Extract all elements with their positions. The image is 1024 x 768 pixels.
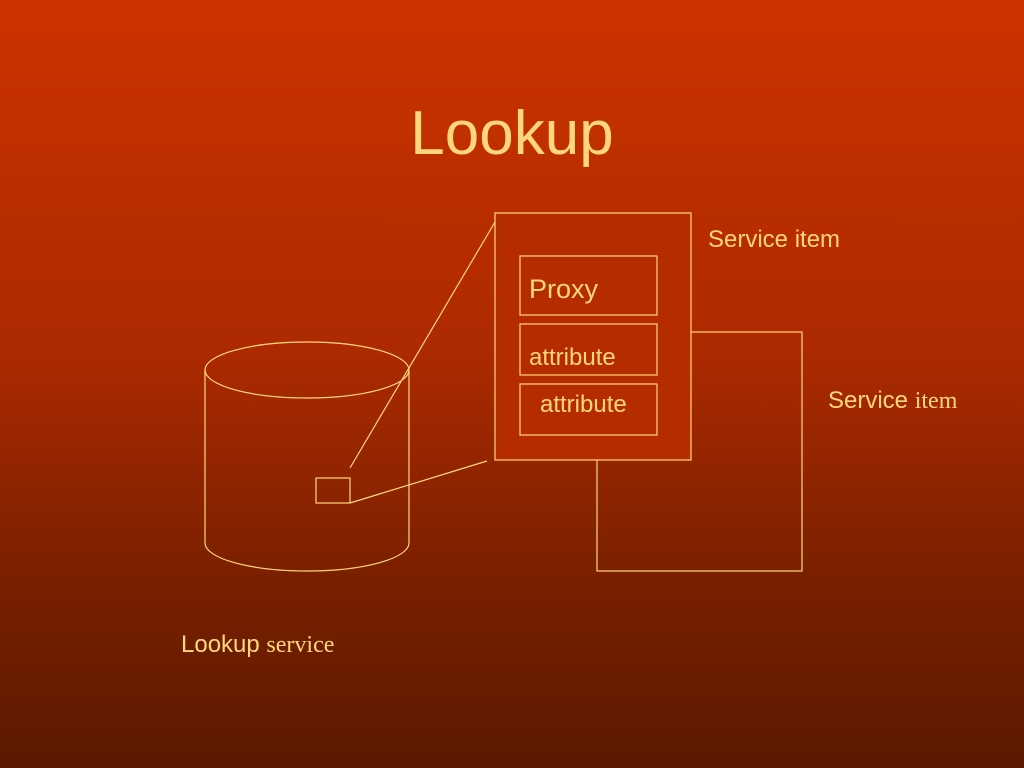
zoom-line-bottom [349, 460, 488, 504]
stored-item-box [315, 477, 351, 504]
lookup-service-label: Lookup service [181, 631, 334, 659]
attribute-box-2 [519, 383, 658, 436]
service-item-label-2-serif: item [914, 388, 958, 414]
slide-title: Lookup [410, 99, 614, 168]
attribute-box-1 [519, 323, 658, 376]
proxy-box [519, 255, 658, 316]
cylinder-bottom [204, 542, 410, 572]
attribute-label-1: attribute [529, 344, 616, 371]
service-item-front-box [494, 212, 692, 461]
service-item-label-2-sans: Service [828, 387, 909, 414]
lookup-service-label-serif: service [266, 632, 335, 658]
lookup-service-label-sans: Lookup [181, 631, 260, 658]
cylinder-top [204, 341, 410, 399]
proxy-label: Proxy [529, 274, 599, 304]
service-item-label-2: Service item [828, 387, 957, 415]
service-item-label: Service item [708, 226, 841, 253]
database-cylinder [204, 341, 410, 572]
attribute-label-2: attribute [540, 391, 627, 418]
zoom-line-top [349, 221, 496, 469]
